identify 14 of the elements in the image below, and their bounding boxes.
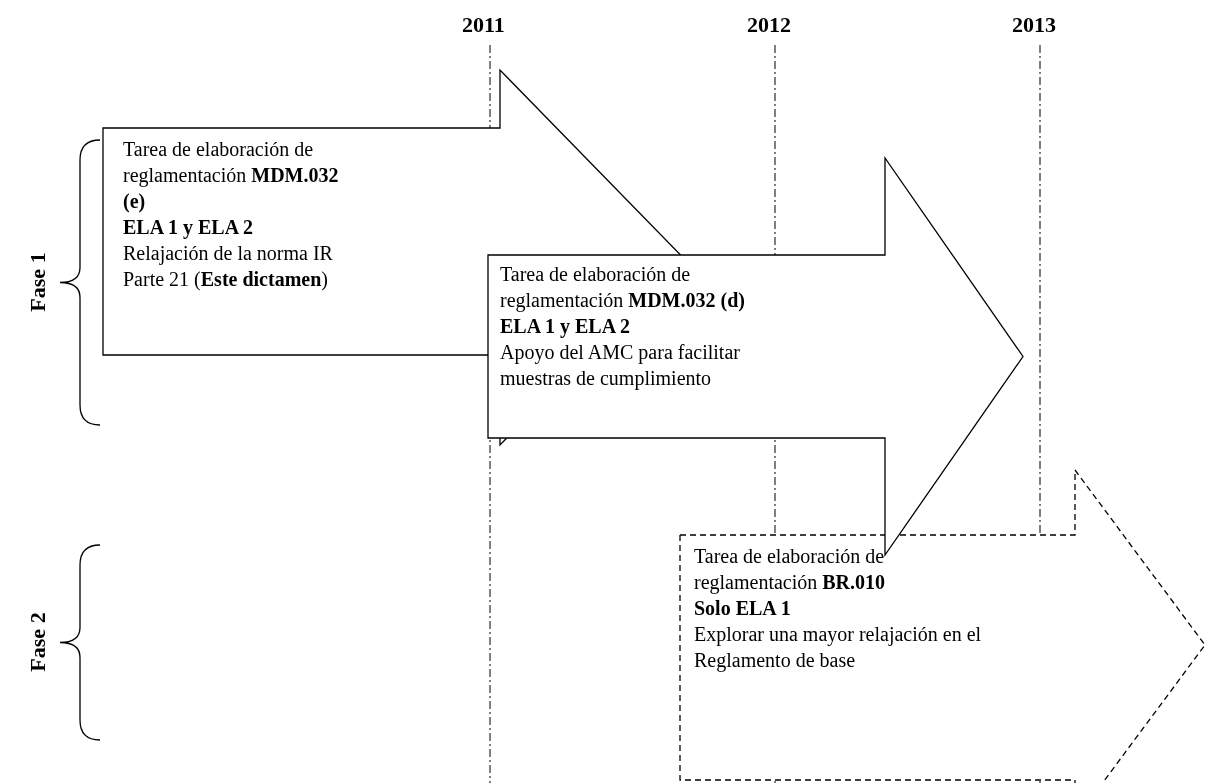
task-text: Tarea de elaboración de reglamentación MDM.032 (e) [123, 137, 340, 214]
task-text: Tarea de elaboración de reglamentación BR.010 [694, 544, 887, 595]
year-label: 2013 [1012, 12, 1056, 38]
task-text: Relajación de la norma IR Parte 21 (Este dictamen) [123, 241, 334, 292]
scope-text: ELA 1 y ELA 2 [500, 314, 631, 339]
task-text: Tarea de elaboración de reglamentación MDM.032 (d) [500, 262, 746, 313]
phase-label: Fase 1 [25, 252, 51, 312]
year-label: 2012 [747, 12, 791, 38]
scope-text: Solo ELA 1 [694, 596, 791, 621]
scope-text: ELA 1 y ELA 2 [123, 215, 254, 240]
year-label: 2011 [462, 12, 505, 38]
task-text: Explorar una mayor relajación en el Reglamento de base [694, 622, 983, 673]
phase-label: Fase 2 [25, 612, 51, 672]
task-text: Apoyo del AMC para facilitar muestras de cumplimiento [500, 340, 741, 391]
